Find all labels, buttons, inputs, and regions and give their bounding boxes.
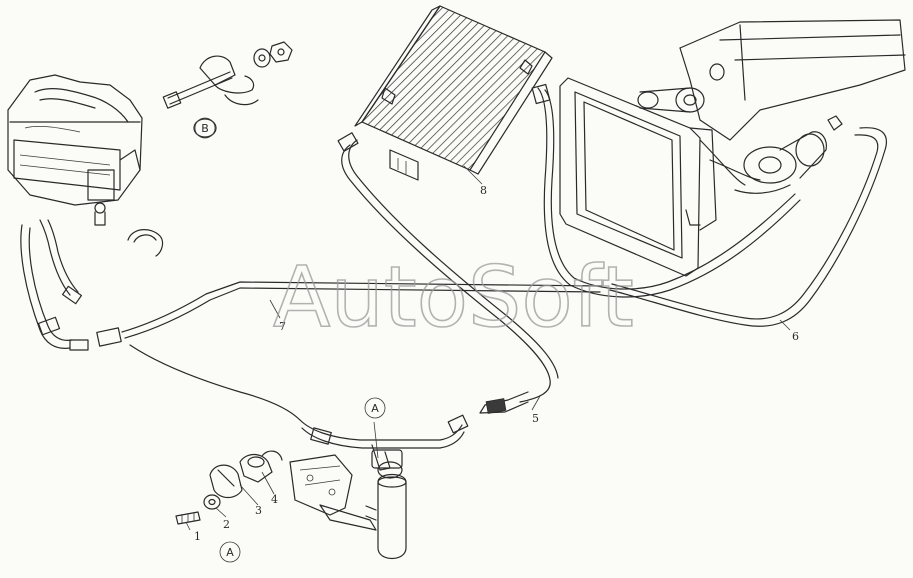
receiver-drier xyxy=(129,344,469,560)
view-marker-a-bottom: A xyxy=(219,541,241,563)
callout-6: 6 xyxy=(792,330,799,343)
callout-2: 2 xyxy=(223,518,230,531)
condenser xyxy=(354,5,553,181)
leader-lines xyxy=(185,165,791,531)
evaporator-pipes xyxy=(20,219,89,351)
fasteners xyxy=(175,450,283,525)
hose-clamp xyxy=(127,229,164,257)
view-marker-b: B xyxy=(194,117,216,139)
callout-3: 3 xyxy=(255,504,262,517)
hose-clamp-inner xyxy=(133,234,157,243)
mounting-bracket xyxy=(289,454,377,531)
hose-condenser-left xyxy=(337,132,559,414)
hose-condenser-right xyxy=(531,83,801,298)
view-marker-a-bottom-label: A xyxy=(226,546,234,559)
callout-1: 1 xyxy=(194,530,201,543)
callout-7: 7 xyxy=(279,320,286,333)
evaporator-unit xyxy=(7,74,143,226)
view-marker-a-top: A xyxy=(364,397,386,419)
callout-8: 8 xyxy=(480,184,487,197)
view-marker-b-label: B xyxy=(201,122,209,135)
hose-6 xyxy=(96,127,887,347)
compressor-engine xyxy=(637,19,906,194)
watermark-text: AutoSoft xyxy=(273,248,634,346)
detail-b-hardware xyxy=(162,41,293,138)
callout-5: 5 xyxy=(532,412,539,425)
radiator-module xyxy=(559,77,717,277)
callout-4: 4 xyxy=(271,493,278,506)
view-marker-a-top-label: A xyxy=(371,402,379,415)
